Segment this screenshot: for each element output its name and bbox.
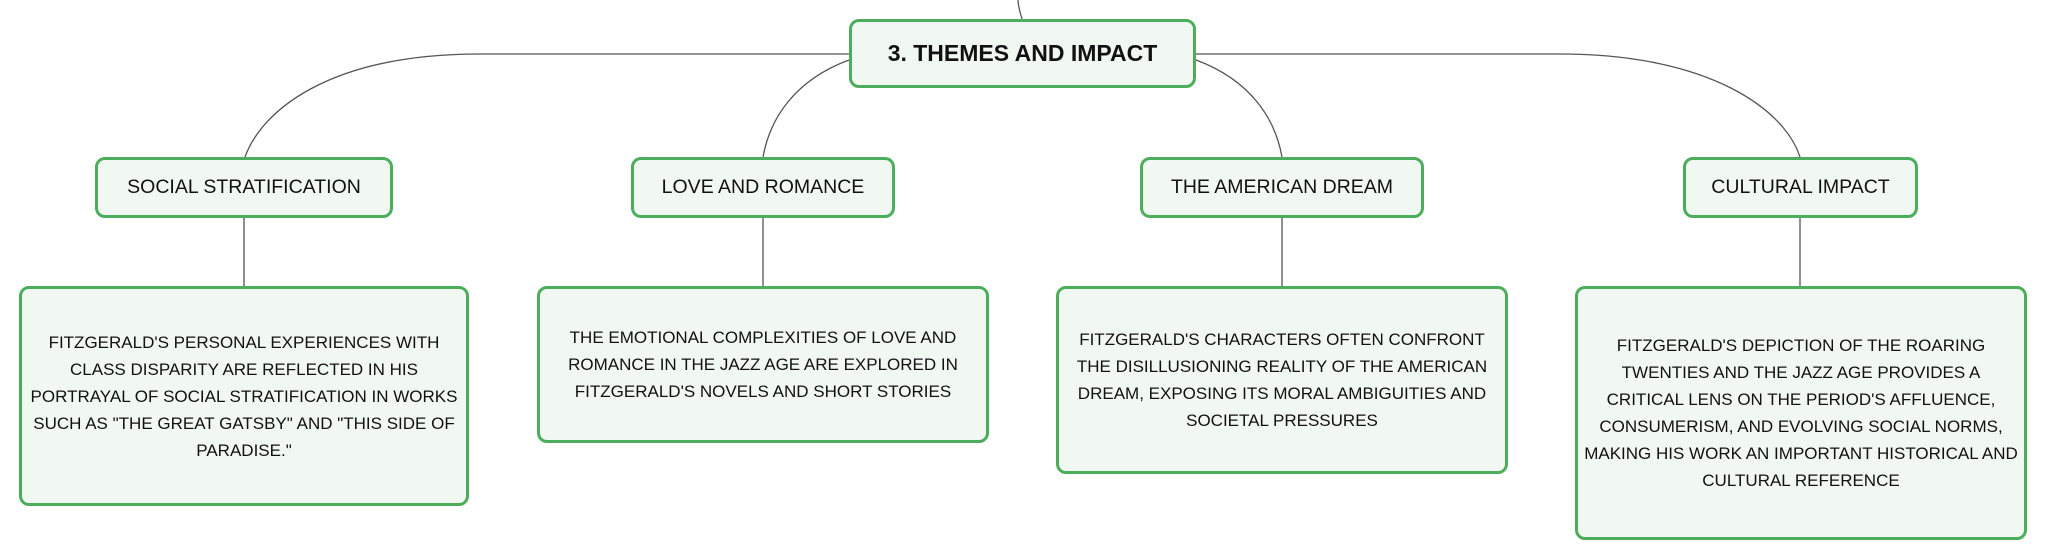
theme-label: SOCIAL STRATIFICATION (127, 176, 361, 198)
theme-node-love-and-romance[interactable]: LOVE AND ROMANCE (631, 157, 895, 218)
connector-root-social-stratification (244, 53, 849, 158)
root-label: 3. THEMES AND IMPACT (887, 40, 1158, 66)
connector-root-love-and-romance (762, 59, 850, 158)
detail-node-social-stratification[interactable]: FITZGERALD'S PERSONAL EXPERIENCES WITH C… (19, 286, 469, 506)
detail-node-cultural-impact[interactable]: FITZGERALD'S DEPICTION OF THE ROARING TW… (1575, 286, 2027, 540)
detail-text: FITZGERALD'S PERSONAL EXPERIENCES WITH C… (30, 332, 458, 460)
parent-connector (1017, 0, 1023, 20)
detail-text: THE EMOTIONAL COMPLEXITIES OF LOVE AND R… (568, 328, 958, 401)
theme-node-cultural-impact[interactable]: CULTURAL IMPACT (1683, 157, 1918, 218)
connector-root-cultural-impact (1196, 53, 1801, 158)
connector-root-american-dream (1195, 59, 1283, 158)
theme-label: CULTURAL IMPACT (1711, 176, 1890, 198)
detail-node-american-dream[interactable]: FITZGERALD'S CHARACTERS OFTEN CONFRONT T… (1056, 286, 1508, 474)
root-node[interactable]: 3. THEMES AND IMPACT (849, 19, 1196, 88)
theme-node-american-dream[interactable]: THE AMERICAN DREAM (1140, 157, 1424, 218)
detail-node-love-and-romance[interactable]: THE EMOTIONAL COMPLEXITIES OF LOVE AND R… (537, 286, 989, 443)
detail-text: FITZGERALD'S DEPICTION OF THE ROARING TW… (1584, 336, 2018, 490)
theme-node-social-stratification[interactable]: SOCIAL STRATIFICATION (95, 157, 393, 218)
theme-label: THE AMERICAN DREAM (1170, 176, 1394, 198)
theme-label: LOVE AND ROMANCE (661, 176, 865, 198)
detail-text: FITZGERALD'S CHARACTERS OFTEN CONFRONT T… (1076, 330, 1488, 430)
